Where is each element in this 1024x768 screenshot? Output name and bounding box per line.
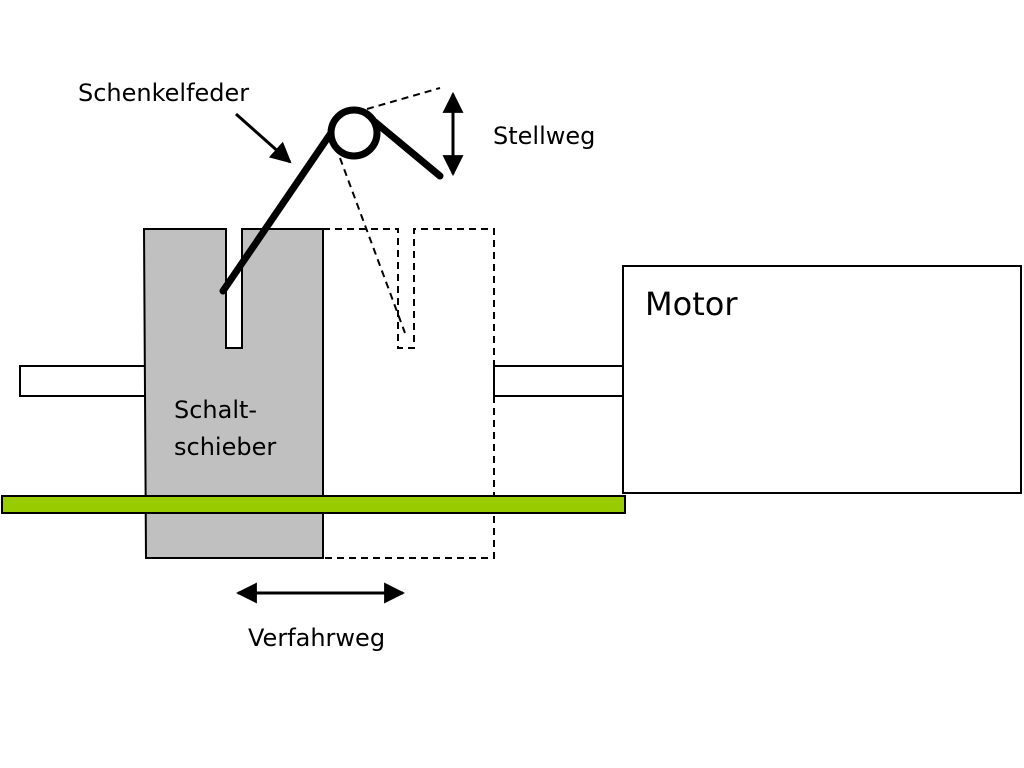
motor-shaft bbox=[493, 365, 625, 397]
spring-leg-ghost bbox=[339, 157, 406, 334]
slider-label-line2: schieber bbox=[174, 433, 276, 461]
spring-short-leg-ghost bbox=[366, 87, 441, 110]
spring-short-leg bbox=[371, 118, 444, 180]
left-shaft bbox=[19, 365, 147, 397]
slider-ghost-outline bbox=[322, 228, 495, 559]
verfahrweg-label: Verfahrweg bbox=[248, 624, 385, 652]
stellweg-label: Stellweg bbox=[493, 122, 595, 150]
motor-box bbox=[622, 265, 1022, 494]
guide-rail bbox=[1, 495, 626, 514]
motor-label: Motor bbox=[645, 285, 738, 323]
spring-long-leg bbox=[219, 126, 337, 295]
spring-pointer-arrow bbox=[235, 112, 292, 164]
spring-label: Schenkelfeder bbox=[78, 79, 249, 107]
switching-slider bbox=[142, 228, 324, 559]
spring-coil bbox=[327, 106, 381, 160]
slider-label-line1: Schalt- bbox=[174, 396, 257, 424]
